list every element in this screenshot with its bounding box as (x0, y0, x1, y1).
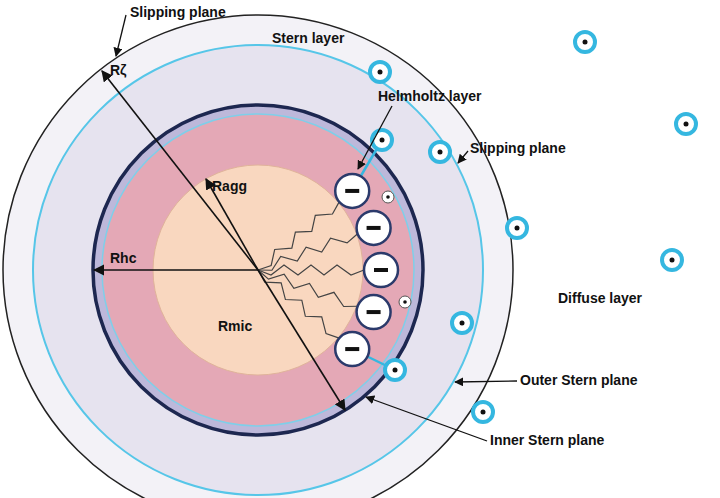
layer-label: Stern layer (272, 30, 344, 46)
layer-label: Rmic (218, 318, 252, 334)
radius-arrow (258, 270, 345, 410)
head-group (335, 174, 369, 208)
radius-arrow (102, 71, 258, 270)
inner-stern-circle (93, 105, 423, 435)
leader-arrow (366, 397, 487, 441)
slipping-plane-circle (3, 15, 513, 498)
radius-arrows (94, 71, 345, 410)
tail (258, 265, 364, 275)
layer-label: Rζ (110, 62, 127, 78)
tail (256, 265, 359, 311)
radius-arrow (94, 269, 258, 271)
head-groups (335, 174, 398, 366)
layer-label: Inner Stern plane (490, 432, 604, 448)
layer-label: Diffuse layer (558, 290, 642, 306)
leader-arrows (116, 15, 517, 441)
layer-label: Slipping plane (130, 4, 226, 20)
head-group (364, 253, 398, 287)
counterions (370, 32, 696, 422)
leader-arrow (116, 15, 126, 56)
layer-label: Outer Stern plane (520, 372, 637, 388)
layer-label: Helmholtz layer (378, 88, 481, 104)
layer-label: Ragg (212, 178, 247, 194)
surfactant-tails (255, 198, 364, 342)
head-group (357, 211, 391, 245)
leader-arrow (358, 106, 392, 169)
leader-arrow (458, 151, 468, 163)
head-group (335, 332, 369, 366)
radius-arrow (206, 179, 258, 270)
tail (255, 198, 343, 274)
head-group (357, 295, 391, 329)
bound-counterions (382, 191, 411, 308)
layer-label: Slipping plane (470, 140, 566, 156)
layer-label: Rhc (110, 250, 136, 266)
tail (255, 266, 343, 342)
outer-stern-circle (33, 45, 483, 495)
leader-arrow (455, 381, 517, 382)
